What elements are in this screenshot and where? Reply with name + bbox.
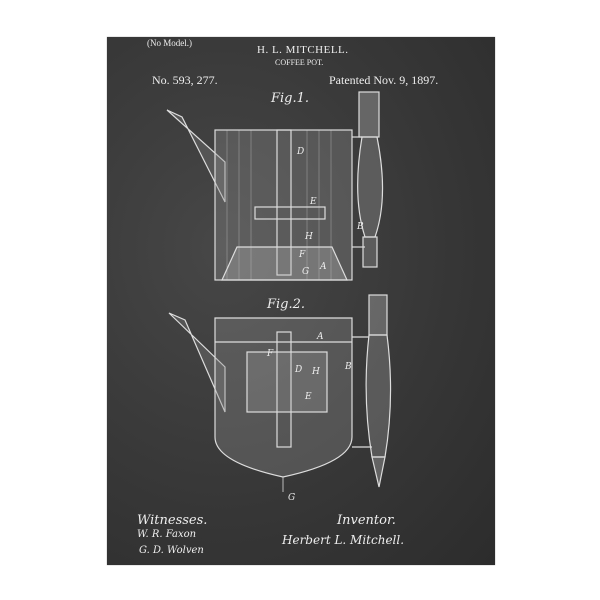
- fig2-letter-a: A: [317, 332, 324, 342]
- inventor-header: H. L. MITCHELL.: [257, 44, 349, 56]
- fig2-letter-g: G: [288, 493, 296, 503]
- fig1-letter-b: B: [357, 222, 364, 232]
- fig2-letter-h: H: [312, 367, 320, 377]
- fig1-letter-f: F: [299, 250, 306, 260]
- patent-title: COFFEE POT.: [275, 58, 324, 67]
- fig2-letter-f: F: [267, 349, 274, 359]
- model-note: (No Model.): [147, 38, 192, 48]
- inventor-label: Inventor.: [337, 513, 396, 528]
- fig1-letter-h: H: [305, 232, 313, 242]
- fig2-letter-e: E: [305, 392, 312, 402]
- puzzle-board: (No Model.) H. L. MITCHELL. COFFEE POT. …: [107, 37, 495, 565]
- fig1-letter-g: G: [302, 267, 310, 277]
- patent-number: No. 593, 277.: [152, 73, 218, 87]
- witness-signature-2: G. D. Wolven: [139, 545, 204, 556]
- witnesses-label: Witnesses.: [137, 513, 208, 528]
- fig1-pot: [166, 91, 384, 281]
- fig2-pot: [168, 294, 392, 488]
- fig2-label: Fig.2.: [267, 297, 306, 312]
- fig2-letter-d: D: [295, 365, 303, 375]
- fig2-letter-b: B: [345, 362, 352, 372]
- patent-date: Patented Nov. 9, 1897.: [329, 73, 439, 87]
- fig1-letter-d: D: [297, 147, 305, 157]
- inventor-signature: Herbert L. Mitchell.: [282, 533, 405, 547]
- coffee-pot-drawing: [166, 91, 392, 492]
- fig1-label: Fig.1.: [271, 91, 310, 106]
- fig1-letter-a: A: [320, 262, 327, 272]
- witness-signature-1: W. R. Faxon: [137, 529, 197, 540]
- fig1-letter-e: E: [310, 197, 317, 207]
